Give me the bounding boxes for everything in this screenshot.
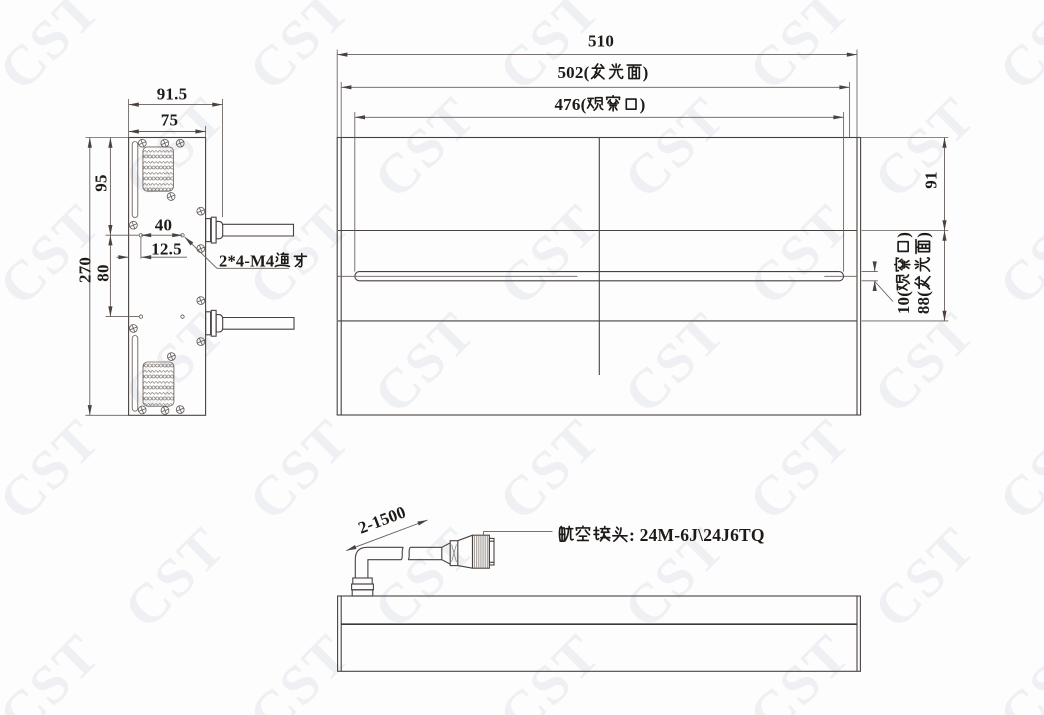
cable-and-connector	[354, 534, 495, 578]
dim-side-hole-span-v-label: 80	[93, 264, 112, 282]
dim-side-top-to-hole-label: 95	[91, 174, 110, 192]
bottom-view	[337, 519, 861, 672]
dim-side-body-width-label: 75	[160, 110, 179, 129]
dim-front-emitting-width-label: 502()	[557, 62, 649, 82]
dim-side-hole-span-h-label: 40	[154, 215, 173, 234]
bottom-view-annotations	[346, 519, 553, 552]
side-view	[85, 99, 295, 416]
front-view	[336, 49, 949, 416]
dim-side-overall-height-label: 270	[75, 256, 94, 284]
cable-gland-lower	[205, 309, 295, 337]
dim-side-overall-width-label: 91.5	[156, 84, 188, 104]
side-view-dimensions	[85, 99, 289, 416]
dim-front-overall-width-label: 510	[587, 31, 615, 51]
vent-grille-top	[142, 146, 174, 192]
observation-window	[337, 271, 857, 282]
vent-grille-bottom	[142, 361, 175, 407]
dim-front-window-height-label: 10()	[893, 231, 913, 314]
cable-gland-upper	[205, 216, 295, 244]
front-view-dimensions	[336, 49, 949, 322]
dim-front-top-height-label: 91	[921, 171, 940, 189]
connector-note-label: : 24M-6J\24J6TQ	[556, 525, 765, 544]
cable-gland-bottom	[351, 577, 374, 597]
dim-front-window-width-label: 476()	[554, 94, 646, 114]
dim-front-emitting-height-label: 88()	[913, 231, 933, 314]
connector-nose	[488, 537, 495, 566]
thread-note-label: 2*4-M4	[219, 251, 309, 269]
dim-side-hole-offset-label: 12.5	[151, 239, 182, 259]
knurled-ring	[471, 534, 490, 569]
